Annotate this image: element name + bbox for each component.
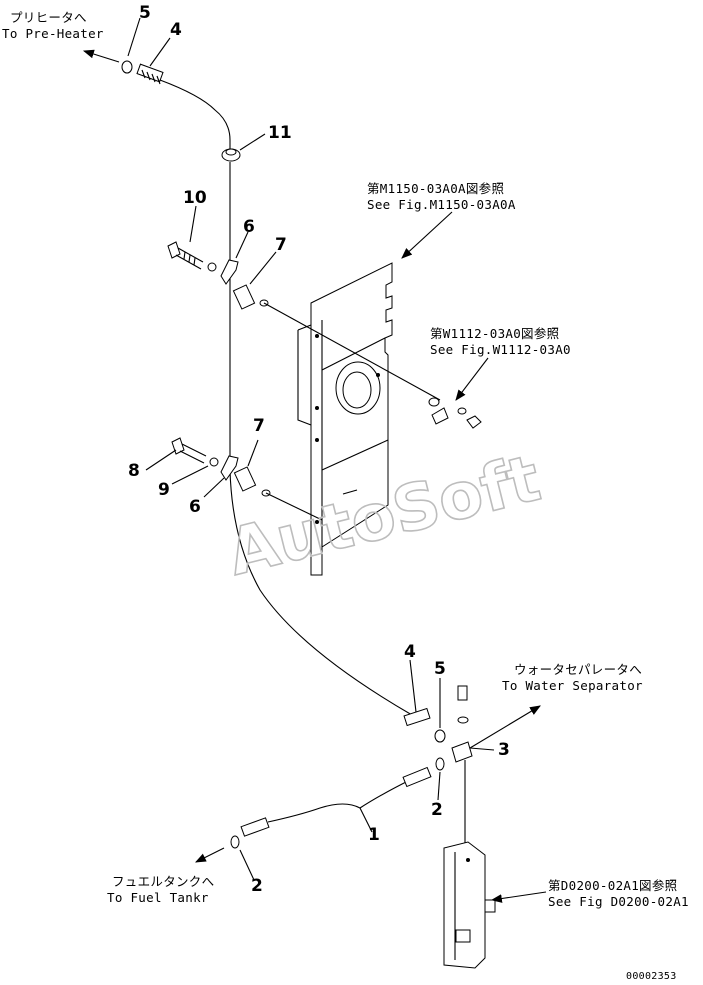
callout-2-bottom: 2 [251, 876, 263, 896]
preheater-label-jp: プリヒータへ [10, 10, 87, 25]
callout-5-top: 5 [139, 3, 151, 23]
callout-11: 11 [268, 123, 292, 143]
fuel-tubes [159, 79, 466, 848]
callout-1: 1 [368, 825, 380, 845]
bracket-panel [297, 262, 393, 576]
ref-d0200-jp: 第D0200-02A1図参照 [548, 878, 677, 893]
callout-8: 8 [128, 461, 140, 481]
callout-2-mid: 2 [431, 800, 443, 820]
callout-6-lower: 6 [189, 497, 201, 517]
callout-4-mid: 4 [404, 642, 416, 662]
fuel-tank-jp: フュエルタンクへ [112, 874, 214, 889]
water-separator-jp: ウォータセパレータへ [514, 662, 642, 677]
callout-7-lower: 7 [253, 416, 265, 436]
callout-10: 10 [183, 188, 207, 208]
callout-7-upper: 7 [275, 235, 287, 255]
callout-3: 3 [498, 740, 510, 760]
ref-d0200-en: See Fig D0200-02A1 [548, 894, 689, 909]
leader-lines [82, 17, 547, 903]
ref-w1112-jp: 第W1112-03A0図参照 [430, 326, 559, 341]
callout-numbers: 5 4 11 10 6 7 7 8 9 6 4 5 3 2 1 2 [128, 3, 510, 896]
ref-w1112-en: See Fig.W1112-03A0 [430, 342, 571, 357]
drawing-number: 00002353 [626, 971, 677, 982]
callout-6-upper: 6 [243, 217, 255, 237]
callout-5-mid: 5 [434, 659, 446, 679]
preheater-label-en: To Pre-Heater [2, 26, 104, 41]
reference-labels: プリヒータへ To Pre-Heater 第M1150-03A0A図参照 See… [2, 10, 689, 982]
callout-9: 9 [158, 480, 170, 500]
ref-m1150-en: See Fig.M1150-03A0A [367, 197, 516, 212]
water-separator-en: To Water Separator [502, 678, 643, 693]
callout-4-top: 4 [170, 20, 182, 40]
fuel-tank-en: To Fuel Tankr [107, 890, 209, 905]
ref-m1150-jp: 第M1150-03A0A図参照 [367, 181, 504, 196]
small-parts [121, 60, 496, 969]
